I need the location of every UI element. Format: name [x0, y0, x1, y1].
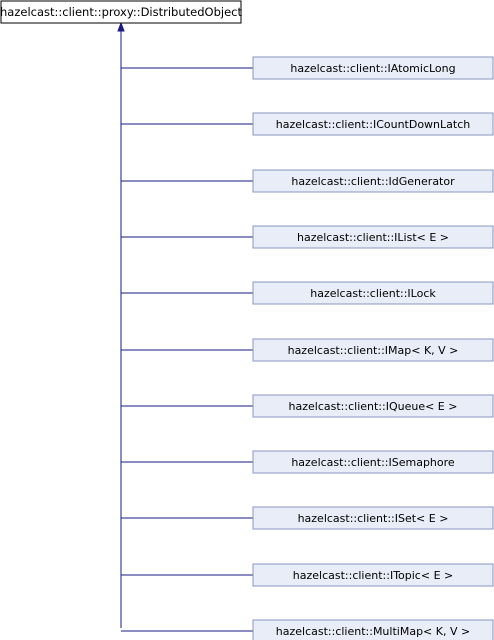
derived-class-label: hazelcast::client::ITopic< E > — [293, 569, 453, 582]
derived-class-node-hazelcast-client-itopic-e[interactable]: hazelcast::client::ITopic< E > — [252, 563, 494, 587]
derived-class-node-hazelcast-client-ilock[interactable]: hazelcast::client::ILock — [252, 281, 494, 305]
derived-class-node-hazelcast-client-ilist-e[interactable]: hazelcast::client::IList< E > — [252, 225, 494, 249]
derived-class-box — [252, 112, 494, 136]
derived-class-label: hazelcast::client::IList< E > — [297, 231, 449, 244]
derived-class-label: hazelcast::client::IQueue< E > — [289, 400, 458, 413]
derived-class-label: hazelcast::client::MultiMap< K, V > — [276, 625, 470, 638]
derived-class-node-hazelcast-client-imap-k-v[interactable]: hazelcast::client::IMap< K, V > — [252, 338, 494, 362]
derived-class-box — [252, 506, 494, 530]
derived-class-label: hazelcast::client::ISemaphore — [291, 456, 455, 469]
derived-class-label: hazelcast::client::ILock — [310, 287, 436, 300]
derived-class-label: hazelcast::client::IAtomicLong — [290, 62, 455, 75]
derived-class-box — [252, 450, 494, 474]
inheritance-arrowhead — [117, 21, 125, 32]
derived-class-node-hazelcast-client-idgenerator[interactable]: hazelcast::client::IdGenerator — [252, 169, 494, 193]
derived-class-node-hazelcast-client-icountdownlatch[interactable]: hazelcast::client::ICountDownLatch — [252, 112, 494, 136]
derived-class-box — [252, 56, 494, 80]
derived-class-label: hazelcast::client::ICountDownLatch — [276, 118, 470, 131]
derived-class-box — [252, 169, 494, 193]
derived-class-node-hazelcast-client-multimap-k-v[interactable]: hazelcast::client::MultiMap< K, V > — [252, 619, 494, 640]
derived-class-list: hazelcast::client::IAtomicLonghazelcast:… — [121, 56, 494, 640]
derived-class-box — [252, 619, 494, 640]
derived-class-node-hazelcast-client-iqueue-e[interactable]: hazelcast::client::IQueue< E > — [252, 394, 494, 418]
derived-class-node-hazelcast-client-isemaphore[interactable]: hazelcast::client::ISemaphore — [252, 450, 494, 474]
derived-class-box — [252, 563, 494, 587]
base-class-label: hazelcast::client::proxy::DistributedObj… — [0, 5, 242, 19]
derived-class-node-hazelcast-client-iset-e[interactable]: hazelcast::client::ISet< E > — [252, 506, 494, 530]
derived-class-box — [252, 281, 494, 305]
derived-class-label: hazelcast::client::IdGenerator — [291, 175, 455, 188]
derived-class-box — [252, 225, 494, 249]
derived-class-node-hazelcast-client-iatomiclong[interactable]: hazelcast::client::IAtomicLong — [252, 56, 494, 80]
derived-class-label: hazelcast::client::ISet< E > — [298, 512, 449, 525]
derived-class-label: hazelcast::client::IMap< K, V > — [288, 344, 459, 357]
base-class-node[interactable]: hazelcast::client::proxy::DistributedObj… — [0, 0, 242, 24]
derived-class-box — [252, 394, 494, 418]
derived-class-box — [252, 338, 494, 362]
